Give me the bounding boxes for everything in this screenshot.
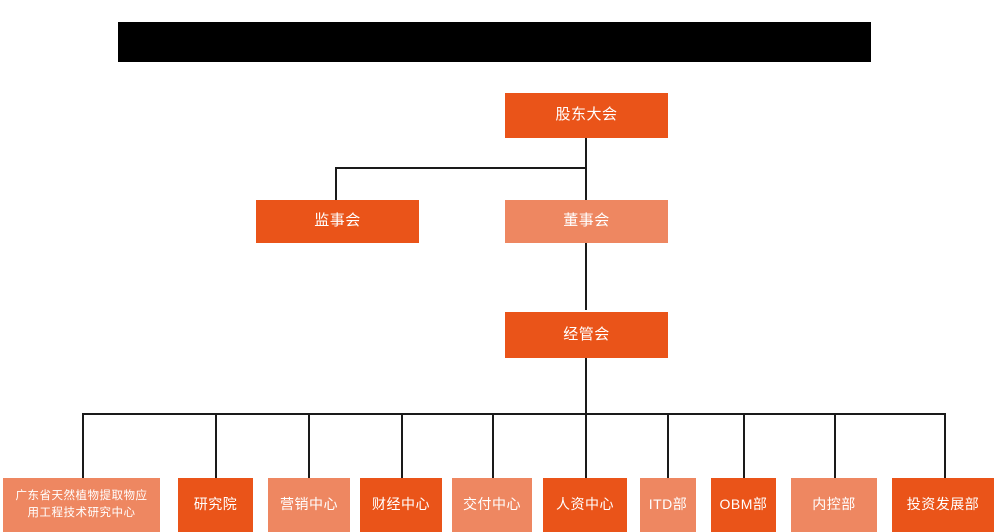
node-supervisory-board[interactable]: 监事会 (256, 200, 419, 243)
node-label: 研究院 (193, 496, 238, 513)
node-label: OBM部 (719, 496, 768, 513)
node-management-committee[interactable]: 经管会 (505, 312, 668, 358)
connector-drop-dept-2 (215, 413, 217, 478)
node-label-line-2: 用工程技术研究中心 (27, 507, 136, 519)
connector-drop-dept-9 (834, 413, 836, 478)
node-label: 营销中心 (280, 496, 338, 513)
node-department-internal-control[interactable]: 内控部 (791, 478, 877, 532)
node-department-itd[interactable]: ITD部 (640, 478, 696, 532)
node-label: ITD部 (648, 496, 688, 513)
node-department-investment-development[interactable]: 投资发展部 (892, 478, 994, 532)
node-label: 监事会 (314, 212, 361, 230)
connector-drop-supervisory-board (335, 167, 337, 200)
connector-drop-dept-4 (401, 413, 403, 478)
node-label: 内控部 (812, 496, 856, 513)
node-label: 投资发展部 (906, 496, 980, 513)
node-board-of-directors[interactable]: 董事会 (505, 200, 668, 243)
node-department-marketing-center[interactable]: 营销中心 (268, 478, 350, 532)
node-label-line-1: 广东省天然植物提取物应 (15, 490, 148, 503)
node-label: 董事会 (563, 212, 610, 230)
connector-drop-dept-5 (492, 413, 494, 478)
redacted-title-bar (118, 22, 871, 62)
connector-drop-dept-3 (308, 413, 310, 478)
node-label: 广东省天然植物提取物应 用工程技术研究中心 (3, 488, 160, 521)
node-label: 经管会 (563, 325, 610, 343)
connector-drop-dept-10 (944, 413, 946, 478)
connector-drop-dept-6 (585, 413, 587, 478)
connector-drop-board-of-directors (585, 167, 587, 200)
connector-management-stem (585, 358, 587, 414)
node-department-hr-center[interactable]: 人资中心 (543, 478, 627, 532)
connector-drop-dept-7 (667, 413, 669, 478)
node-department-research-institute[interactable]: 研究院 (178, 478, 253, 532)
node-label: 股东大会 (555, 106, 618, 124)
connector-drop-dept-1 (82, 413, 84, 478)
connector-drop-dept-8 (743, 413, 745, 478)
node-label: 人资中心 (556, 496, 614, 513)
node-shareholders-meeting[interactable]: 股东大会 (505, 93, 668, 138)
node-label: 交付中心 (463, 496, 521, 513)
connector-tier2-bus (335, 167, 587, 169)
connector-departments-bus (82, 413, 945, 415)
node-label: 财经中心 (372, 496, 430, 513)
node-department-obm[interactable]: OBM部 (711, 478, 776, 532)
connector-shareholders-stem (585, 138, 587, 169)
node-department-guangdong-research-center[interactable]: 广东省天然植物提取物应 用工程技术研究中心 (3, 478, 160, 532)
node-department-delivery-center[interactable]: 交付中心 (452, 478, 532, 532)
node-department-finance-center[interactable]: 财经中心 (360, 478, 442, 532)
connector-board-to-management (585, 242, 587, 310)
